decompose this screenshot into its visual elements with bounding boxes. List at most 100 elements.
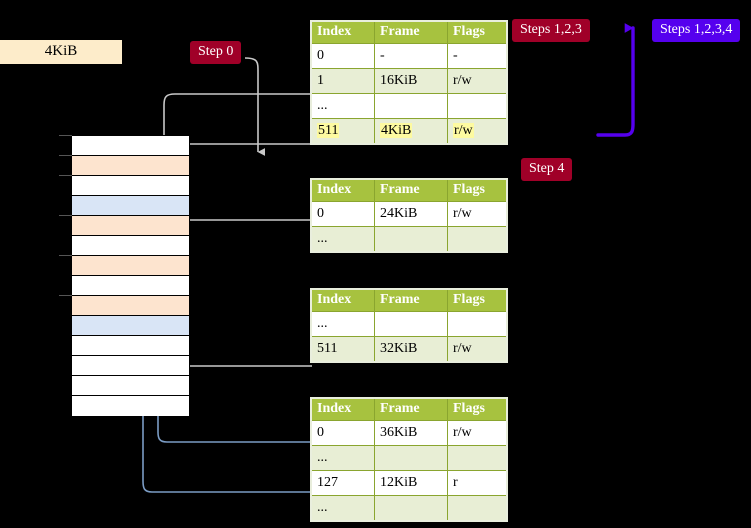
cell-index-text: 0 — [317, 47, 324, 63]
cell-index: ... — [310, 93, 375, 119]
cell-flags — [447, 495, 508, 522]
table-row: ... — [310, 311, 508, 337]
table-row: 1 16KiB r/w — [310, 68, 508, 94]
memory-frame-white — [72, 336, 189, 356]
cell-index-text: 511 — [317, 340, 338, 356]
cell-frame-text: 36KiB — [380, 424, 418, 440]
cell-frame: 36KiB — [374, 420, 448, 446]
memory-frame-white — [72, 356, 189, 376]
memory-frame-orange — [72, 296, 189, 316]
cell-frame-text: 32KiB — [380, 340, 418, 356]
frame-tick — [59, 215, 72, 216]
column-header-frame: Frame — [374, 397, 448, 421]
cell-frame — [374, 311, 448, 337]
cell-frame: 16KiB — [374, 68, 448, 94]
cell-flags-text: r/w — [453, 424, 472, 440]
table-header-row: Index Frame Flags — [310, 397, 508, 421]
table-row: 0 36KiB r/w — [310, 420, 508, 446]
column-header-frame: Frame — [374, 20, 448, 44]
cell-frame — [374, 445, 448, 471]
cell-index: 511 — [310, 118, 375, 145]
cell-flags-text: r/w — [453, 205, 472, 221]
cell-index: 511 — [310, 336, 375, 363]
table-header-row: Index Frame Flags — [310, 178, 508, 202]
cell-flags-text: r/w — [453, 340, 472, 356]
memory-frame-white — [72, 236, 189, 256]
cell-frame-text: - — [380, 47, 385, 63]
cell-index-text: ... — [317, 97, 328, 113]
link-t1-row511-to-memory — [167, 143, 312, 156]
table-row: 511 4KiB r/w — [310, 118, 508, 145]
column-header-flags: Flags — [447, 397, 508, 421]
memory-frame-white — [72, 176, 189, 196]
level3-table: Index Frame Flags 0 36KiB r/w ... 127 12… — [310, 397, 508, 522]
badge-steps-123-label: Steps 1,2,3 — [520, 22, 582, 37]
cell-frame — [374, 93, 448, 119]
size-box-label: 4KiB — [44, 43, 78, 59]
table-row: 127 12KiB r — [310, 470, 508, 496]
cell-flags: r/w — [447, 336, 508, 363]
column-header-flags: Flags — [447, 20, 508, 44]
size-box-4kib: 4KiB — [0, 40, 122, 64]
cell-index: ... — [310, 445, 375, 471]
badge-steps-123: Steps 1,2,3 — [512, 19, 590, 42]
column-header-frame: Frame — [374, 288, 448, 312]
cell-frame: 4KiB — [374, 118, 448, 145]
cell-frame: 24KiB — [374, 201, 448, 227]
cell-index-text: ... — [317, 449, 328, 465]
cell-index: 0 — [310, 201, 375, 227]
frame-tick — [59, 155, 72, 156]
level0-table: Index Frame Flags 0 - - 1 16KiB r/w ... — [310, 20, 508, 145]
memory-frame-white — [72, 276, 189, 296]
table-row: ... — [310, 93, 508, 119]
frame-tick — [59, 135, 72, 136]
cell-frame-text: 24KiB — [380, 205, 418, 221]
steps-loop-arrow — [596, 23, 635, 137]
table-header-row: Index Frame Flags — [310, 20, 508, 44]
column-header-frame: Frame — [374, 178, 448, 202]
cell-flags: r/w — [447, 420, 508, 446]
table-header-row: Index Frame Flags — [310, 288, 508, 312]
level1-table: Index Frame Flags 0 24KiB r/w ... — [310, 178, 508, 253]
cell-frame-text: 12KiB — [380, 474, 418, 490]
memory-frame-orange — [72, 256, 189, 276]
memory-frame-blue — [72, 316, 189, 336]
cell-flags: r/w — [447, 201, 508, 227]
frame-tick — [59, 255, 72, 256]
column-header-index: Index — [310, 20, 375, 44]
cell-index-text: ... — [317, 499, 328, 515]
cell-flags: r/w — [447, 118, 508, 145]
level2-table: Index Frame Flags ... 511 32KiB r/w — [310, 288, 508, 363]
cell-flags-text: - — [453, 47, 458, 63]
column-header-index: Index — [310, 288, 375, 312]
cell-frame: 32KiB — [374, 336, 448, 363]
cell-index: ... — [310, 226, 375, 253]
cell-index-text: 511 — [317, 122, 340, 138]
cell-index: 0 — [310, 420, 375, 446]
memory-frame-white — [72, 396, 189, 416]
cell-index-text: ... — [317, 230, 328, 246]
link-sizebox-to-frame — [244, 57, 265, 156]
cell-index: ... — [310, 311, 375, 337]
cell-frame — [374, 226, 448, 253]
cell-index: ... — [310, 495, 375, 522]
column-header-index: Index — [310, 178, 375, 202]
frame-tick — [59, 175, 72, 176]
cell-frame-text: 4KiB — [380, 122, 413, 138]
cell-frame: 12KiB — [374, 470, 448, 496]
badge-steps-1234: Steps 1,2,3,4 — [652, 19, 741, 42]
cell-index: 127 — [310, 470, 375, 496]
column-header-flags: Flags — [447, 288, 508, 312]
cell-index-text: 0 — [317, 424, 324, 440]
column-header-flags: Flags — [447, 178, 508, 202]
table-row: ... — [310, 226, 508, 253]
link-t4-row0-to-memory — [151, 329, 312, 443]
memory-frame-blue — [72, 196, 189, 216]
cell-index-text: ... — [317, 315, 328, 331]
frame-tick — [59, 295, 72, 296]
memory-frame-orange — [72, 156, 189, 176]
cell-flags: r/w — [447, 68, 508, 94]
memory-frame-white — [72, 136, 189, 156]
physical-memory-frames — [71, 135, 190, 416]
